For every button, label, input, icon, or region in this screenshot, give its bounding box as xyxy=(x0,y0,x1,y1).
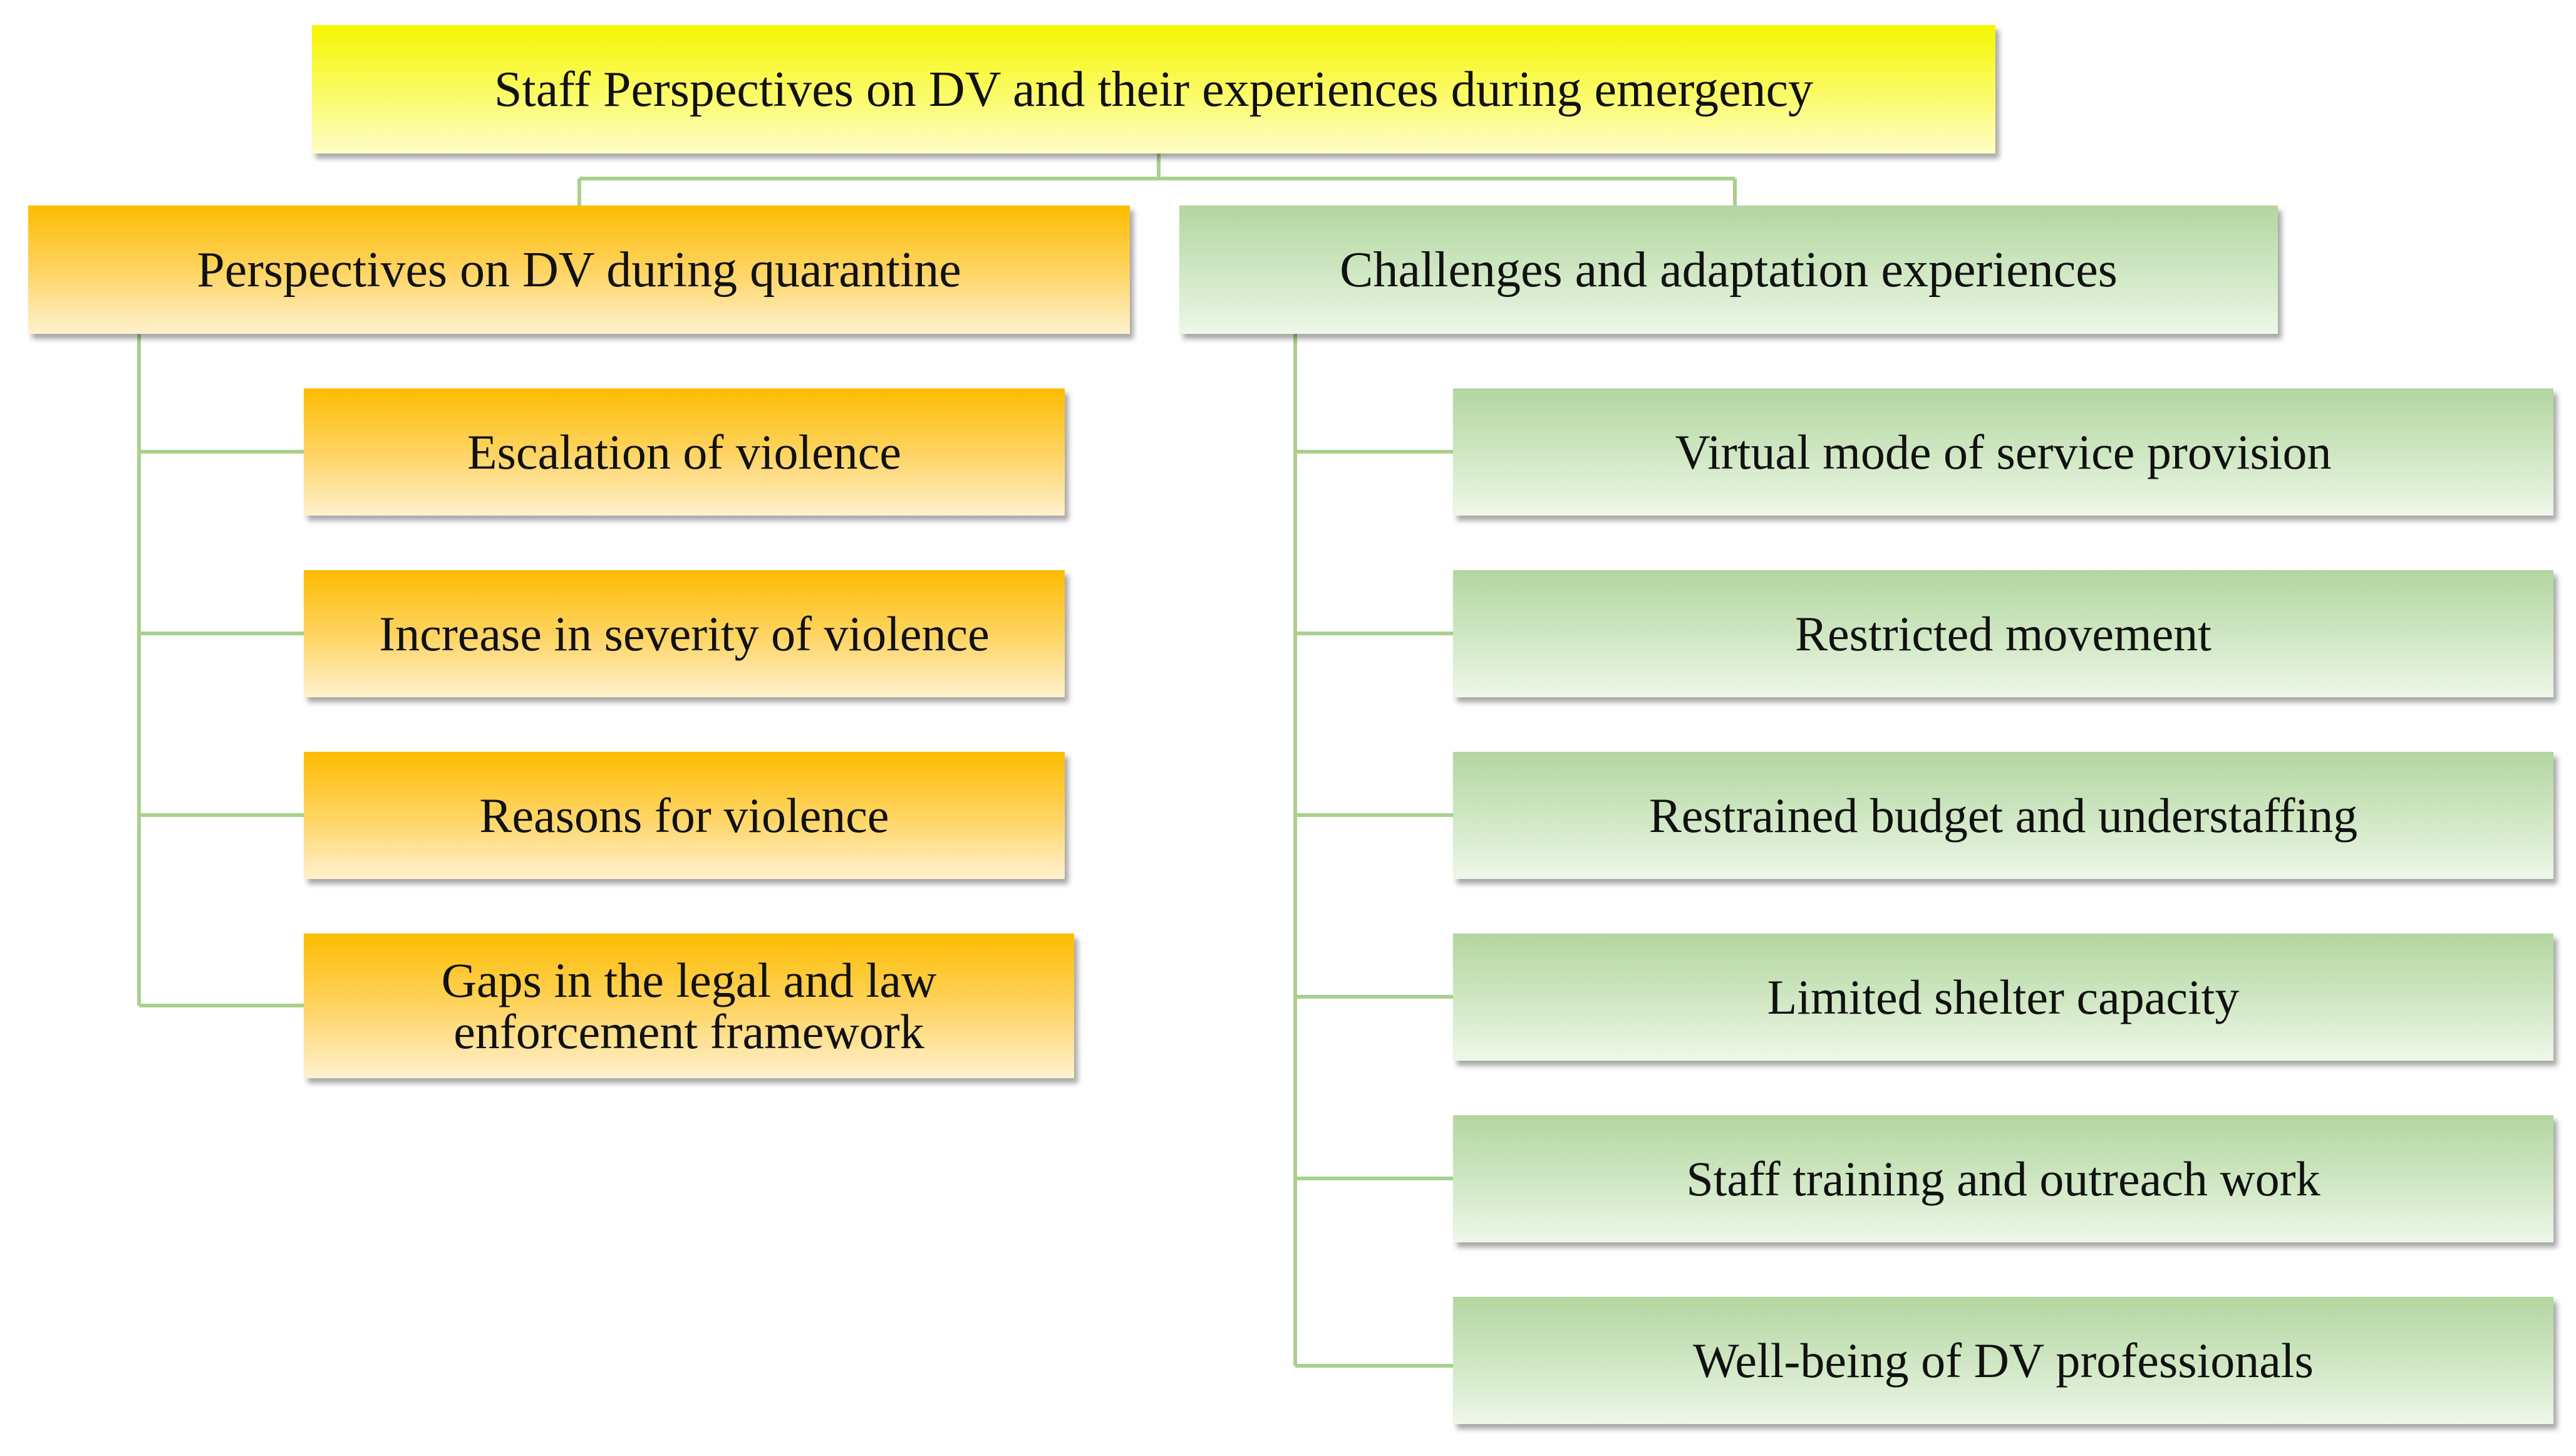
category-challenges-and-adaptation: Challenges and adaptation experiences xyxy=(1179,205,2278,334)
node-virtual-service-provision: Virtual mode of service provision xyxy=(1453,388,2553,516)
root-connector xyxy=(577,153,1737,205)
node-label: Well-being of DV professionals xyxy=(1693,1333,2314,1388)
node-increase-in-severity: Increase in severity of violence xyxy=(304,570,1065,697)
node-restricted-movement: Restricted movement xyxy=(1453,570,2553,697)
category-perspectives-on-dv: Perspectives on DV during quarantine xyxy=(28,205,1130,334)
node-label: Increase in severity of violence xyxy=(379,606,990,661)
node-staff-training-outreach: Staff training and outreach work xyxy=(1453,1115,2553,1242)
node-label: Virtual mode of service provision xyxy=(1675,424,2332,479)
node-label: Reasons for violence xyxy=(479,788,889,843)
root-label: Staff Perspectives on DV and their exper… xyxy=(494,61,1813,117)
node-label: Limited shelter capacity xyxy=(1767,969,2240,1024)
node-reasons-for-violence: Reasons for violence xyxy=(304,752,1065,879)
category-label: Perspectives on DV during quarantine xyxy=(197,242,961,298)
node-label: Staff training and outreach work xyxy=(1686,1151,2320,1206)
category-label: Challenges and adaptation experiences xyxy=(1340,242,2118,298)
root-node: Staff Perspectives on DV and their exper… xyxy=(312,25,1995,153)
node-limited-shelter-capacity: Limited shelter capacity xyxy=(1453,933,2553,1061)
node-label: Restricted movement xyxy=(1795,606,2211,661)
node-label: Escalation of violence xyxy=(467,424,902,479)
node-escalation-of-violence: Escalation of violence xyxy=(304,388,1065,516)
node-label: Gaps in the legal and law enforcement fr… xyxy=(441,952,937,1059)
node-gaps-in-legal-framework: Gaps in the legal and law enforcement fr… xyxy=(304,933,1074,1078)
node-well-being-of-professionals: Well-being of DV professionals xyxy=(1453,1297,2553,1424)
node-label: Restrained budget and understaffing xyxy=(1648,788,2358,843)
node-restrained-budget: Restrained budget and understaffing xyxy=(1453,752,2553,879)
